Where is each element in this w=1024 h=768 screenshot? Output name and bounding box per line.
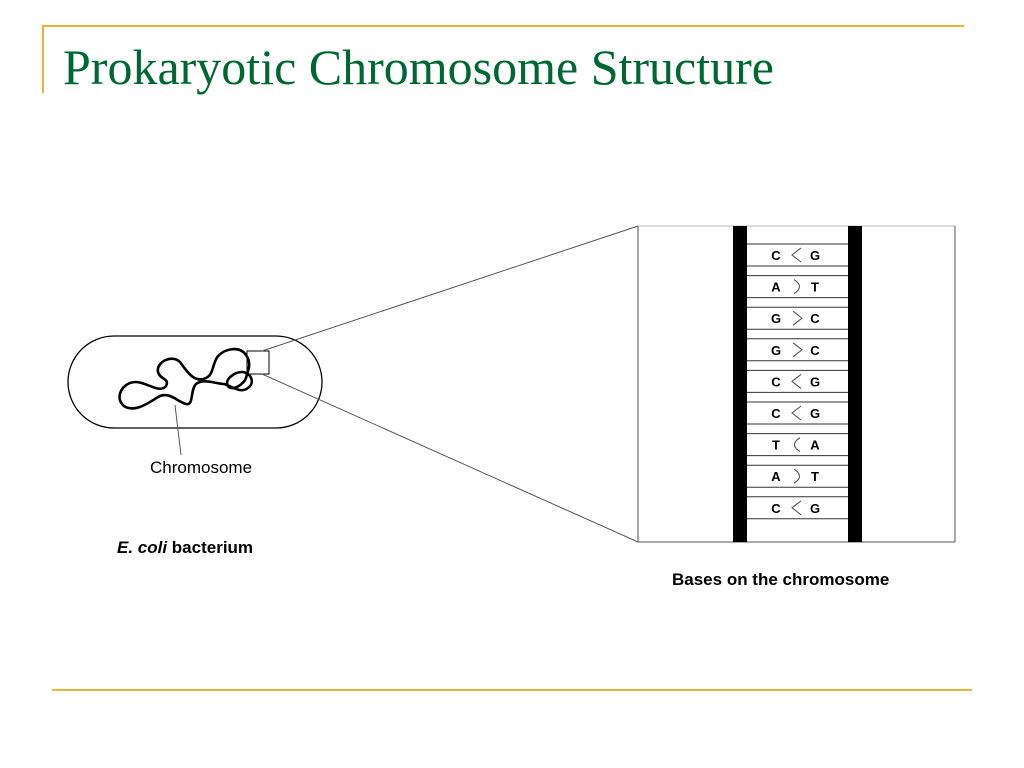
hydrogen-bond-shape [791, 373, 802, 389]
bacterium-cell [67, 335, 323, 429]
hydrogen-bond-shape [793, 468, 801, 484]
base-right: G [810, 248, 820, 263]
species-name: E. coli [117, 538, 168, 557]
chromosome-leader-line [174, 404, 182, 456]
base-left: G [771, 311, 781, 326]
base-right: G [810, 406, 820, 421]
hydrogen-bond-shape [793, 279, 801, 295]
top-accent-rule [42, 25, 964, 27]
left-accent-rule [42, 25, 44, 93]
hydrogen-bond-shape [792, 310, 803, 326]
projection-line-top [261, 225, 639, 352]
chromosome-label: Chromosome [150, 458, 253, 477]
base-left: C [771, 501, 781, 516]
base-left: T [772, 438, 780, 453]
base-left: G [771, 343, 781, 358]
dna-backbone-right [848, 226, 862, 542]
base-left: A [771, 469, 781, 484]
base-right: A [810, 438, 820, 453]
hydrogen-bond-shape [791, 500, 802, 516]
hydrogen-bond-shape [792, 342, 803, 358]
projection-line-bottom [261, 373, 639, 543]
base-right: T [811, 280, 819, 295]
hydrogen-bond-shape [791, 405, 802, 421]
hydrogen-bond-shape [793, 437, 801, 453]
base-left: C [771, 374, 781, 389]
hydrogen-bond-shape [791, 247, 802, 263]
zoom-selection-box [246, 350, 270, 375]
bottom-accent-rule [52, 689, 972, 691]
base-right: G [810, 501, 820, 516]
base-left: C [771, 248, 781, 263]
chromosome-strand [118, 347, 254, 410]
magnified-panel [637, 225, 956, 543]
base-left: C [771, 406, 781, 421]
base-right: T [811, 469, 819, 484]
dna-backbone-left [733, 226, 747, 542]
slide-title: Prokaryotic Chromosome Structure [63, 39, 774, 95]
base-right: G [810, 374, 820, 389]
base-right: C [810, 311, 820, 326]
base-right: C [810, 343, 820, 358]
bacterium-label: E. coli bacterium [117, 538, 253, 558]
species-suffix: bacterium [167, 538, 254, 557]
base-left: A [771, 280, 781, 295]
bases-caption: Bases on the chromosome [672, 570, 890, 589]
